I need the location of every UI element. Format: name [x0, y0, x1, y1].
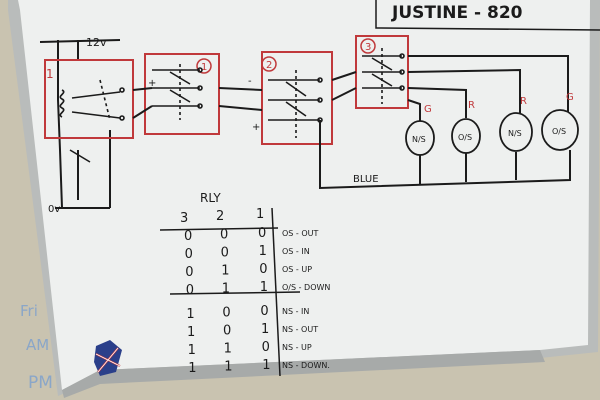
- truth-table-row: 0 0 1 OS - IN: [185, 244, 310, 262]
- truth-table: RLY 3 2 1 0 0 0 OS - OUT 0 0 1 OS - IN 0 1 0 OS - U…: [159, 191, 330, 377]
- truth-table-cell: 0: [262, 340, 270, 355]
- truth-table-row: 0 1 1 O/S - DOWN: [186, 280, 331, 298]
- truth-table-row-label: NS - OUT: [282, 325, 318, 334]
- column-relay-1: 1: [256, 207, 264, 222]
- relay-2-number: 2: [266, 60, 272, 71]
- lamp-3-label: N/S: [508, 129, 522, 138]
- truth-table-cell: 0: [185, 265, 193, 280]
- relay-1-box: [144, 53, 220, 135]
- wall-note-pm: PM: [28, 373, 53, 393]
- truth-table-cell: 0: [258, 226, 266, 241]
- wall-note-am: AM: [26, 336, 49, 354]
- whiteboard: [18, 0, 590, 390]
- flag-magnet: [94, 340, 122, 376]
- truth-table-cell: 0: [220, 228, 228, 243]
- table-header-rule: [159, 227, 279, 231]
- board-title: JUSTINE - 820: [391, 3, 523, 23]
- relay-3-number: 3: [365, 42, 371, 53]
- truth-table-cell: 1: [187, 325, 195, 340]
- truth-table-cell: 1: [188, 361, 196, 376]
- relay-1-badge: [196, 58, 212, 74]
- ov-label: 0v: [48, 204, 60, 215]
- lamp-2: [451, 118, 481, 154]
- truth-table-row-label: O/S - DOWN: [282, 283, 330, 292]
- truth-table-cell: 1: [222, 282, 230, 297]
- lamp-3: [499, 112, 533, 152]
- truth-table-cell: 1: [224, 360, 232, 375]
- signal-lamps: [405, 109, 579, 156]
- truth-table-row-label: NS - IN: [282, 307, 309, 316]
- table-mid-rule: [169, 291, 301, 295]
- switch-box-number: 1: [46, 67, 54, 81]
- supply-label: 12v: [86, 36, 107, 49]
- truth-table-cell: 0: [221, 246, 229, 261]
- truth-table-row: 0 1 0 OS - UP: [185, 262, 312, 280]
- truth-table-cell: 0: [259, 262, 267, 277]
- truth-table-row-label: NS - UP: [282, 343, 312, 352]
- supply-wiring: [39, 39, 121, 209]
- switch-box: [44, 59, 134, 139]
- truth-table-cell: 0: [185, 247, 193, 262]
- blue-wire-label: BLUE: [353, 174, 379, 185]
- lamp-1: [405, 120, 435, 156]
- relay-1-plus: +: [148, 78, 156, 89]
- lamp-1-color: G: [424, 104, 432, 115]
- truth-table-cell: 0: [222, 306, 230, 321]
- lamp-1-label: N/S: [412, 135, 426, 144]
- truth-table-cell: 1: [261, 322, 269, 337]
- relay-2-minus: -: [248, 76, 252, 87]
- truth-table-cell: 1: [224, 342, 232, 357]
- truth-table-row: 1 1 0 NS - UP: [188, 340, 312, 358]
- relay-2-plus: +: [252, 122, 260, 133]
- wall-note-fri: Fri: [20, 302, 38, 320]
- relay-2-internals: [268, 70, 323, 138]
- column-relay-2: 2: [216, 209, 224, 224]
- relay-3-badge: [360, 38, 376, 54]
- interconnect-wiring: [132, 55, 571, 190]
- lamp-4-label: O/S: [552, 127, 566, 136]
- truth-table-cell: 0: [186, 283, 194, 298]
- lamp-4: [541, 109, 579, 151]
- relay-3-internals: [362, 48, 405, 104]
- lamp-4-color: G: [566, 92, 574, 103]
- truth-table-header: RLY: [200, 191, 221, 205]
- truth-table-row: 1 1 1 NS - DOWN.: [188, 358, 330, 376]
- truth-table-row-label: OS - OUT: [282, 229, 319, 238]
- truth-table-cell: 1: [262, 358, 270, 373]
- lamp-2-color: R: [468, 100, 475, 111]
- truth-table-cell: 1: [221, 264, 229, 279]
- relay-2-box: [261, 51, 333, 145]
- truth-table-cell: 0: [184, 229, 192, 244]
- truth-table-cell: 0: [260, 304, 268, 319]
- truth-table-cell: 1: [188, 343, 196, 358]
- relay-1-internals: [152, 64, 203, 120]
- truth-table-row: 0 0 0 OS - OUT: [184, 226, 319, 244]
- lamp-3-color: R: [520, 96, 527, 107]
- relay-2-badge: [261, 56, 277, 72]
- truth-table-cell: 1: [259, 244, 267, 259]
- truth-table-row-label: OS - UP: [282, 265, 312, 274]
- title-block-border: [375, 0, 600, 31]
- lamp-2-label: O/S: [458, 133, 472, 142]
- relay-1-number: 1: [201, 62, 207, 73]
- truth-table-cell: 1: [260, 280, 268, 295]
- truth-table-cell: 0: [223, 324, 231, 339]
- truth-table-row: 1 0 1 NS - OUT: [187, 322, 318, 340]
- column-relay-3: 3: [180, 211, 188, 226]
- switch-internals: [59, 79, 125, 163]
- truth-table-cell: 1: [186, 307, 194, 322]
- truth-table-row-label: NS - DOWN.: [282, 361, 330, 370]
- board-tray: [62, 350, 545, 398]
- truth-table-row: 1 0 0 NS - IN: [186, 304, 309, 322]
- truth-table-row-label: OS - IN: [282, 247, 310, 256]
